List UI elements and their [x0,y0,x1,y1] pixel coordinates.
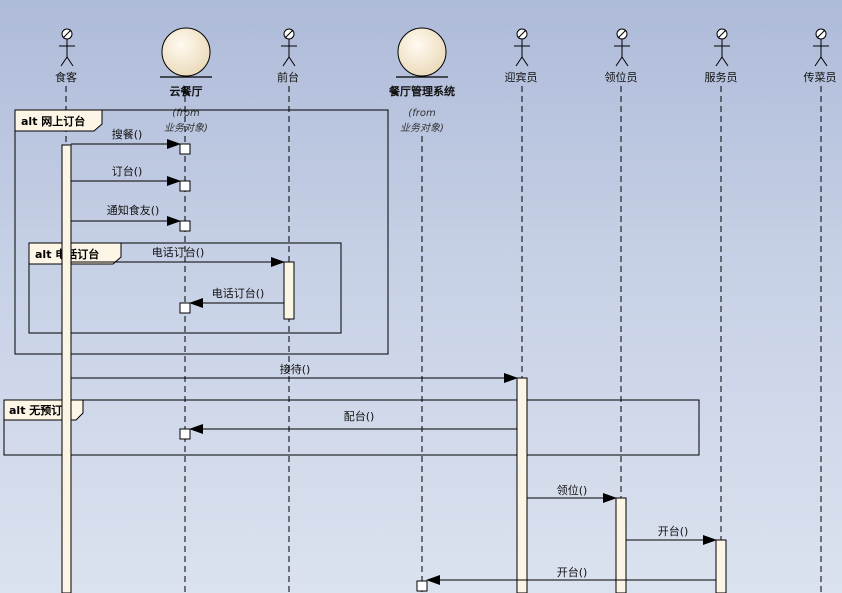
frame-label: alt 网上订台 [21,114,85,128]
exec-box [179,220,191,232]
exec-box [179,302,191,314]
lifeline-label: 餐厅管理系统 [388,84,455,98]
lifeline-guest-head[interactable]: 食客 [55,28,77,84]
actor-icon [714,28,730,67]
exec-box [179,428,191,440]
message-label: 电话订台() [212,286,265,300]
actor-icon [514,28,530,67]
exec-box [179,143,191,155]
actor-icon [813,28,829,67]
exec-box [416,580,428,592]
lifeline-label: 云餐厅 [170,84,203,98]
lifeline-label: 迎宾员 [505,70,538,84]
message-label: 搜餐() [112,127,143,141]
lifeline-usher-head[interactable]: 领位员 [605,28,638,84]
lifeline-system-head[interactable]: 餐厅管理系统 (from 业务对象) [388,27,455,134]
lifeline-desk-head[interactable]: 前台 [277,28,299,84]
from-text: (from [408,108,436,119]
message-label: 通知食友() [107,203,160,217]
actor-icon [59,28,75,67]
lifeline-label: 服务员 [705,71,738,84]
message-label: 接待() [280,362,311,376]
activation-desk [283,261,295,320]
lifeline-label: 领位员 [605,70,638,84]
exec-box [179,180,191,192]
activation-guest [61,144,72,593]
activation-greeter [516,377,528,593]
message-label: 领位() [557,483,588,497]
lifeline-runner-head[interactable]: 传菜员 [804,28,837,84]
message-label: 开台() [658,524,689,538]
message-label: 配台() [344,409,375,423]
frame-none[interactable]: alt 无预订 [3,399,700,456]
frame-label: alt 无预订 [9,403,62,417]
from-package: 业务对象) [164,122,208,134]
message-label: 开台() [557,565,588,579]
from-text: (from [172,108,200,119]
activation-usher [615,497,627,593]
message-label: 订台() [112,164,143,178]
lifeline-cloud-head[interactable]: 云餐厅 (from 业务对象) [160,27,212,134]
frame-online[interactable]: alt 网上订台 [14,109,389,355]
entity-icon [160,27,212,78]
lifeline-label: 前台 [277,70,299,84]
lifeline-greeter-head[interactable]: 迎宾员 [505,28,538,84]
actor-icon [614,28,630,67]
lifeline-waiter-head[interactable]: 服务员 [705,28,738,84]
lifeline-label: 传菜员 [804,71,837,84]
actor-icon [281,28,297,67]
from-package: 业务对象) [400,122,444,134]
activation-waiter [715,539,727,593]
message-label: 电话订台() [152,245,205,259]
entity-icon [396,27,448,78]
lifeline-label: 食客 [55,70,77,84]
